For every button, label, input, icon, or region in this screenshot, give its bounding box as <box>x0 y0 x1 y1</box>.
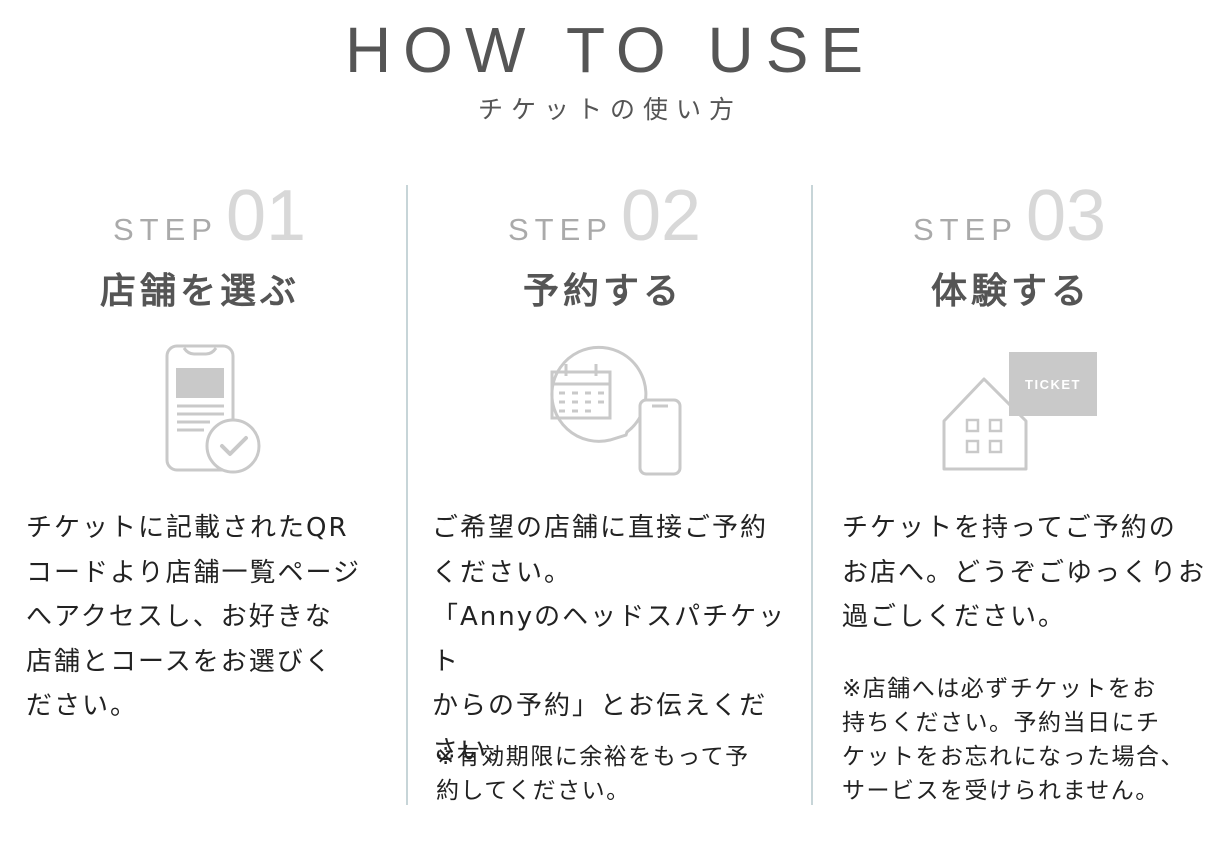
ticket-card: TICKET <box>1009 352 1097 416</box>
step-number: 03 <box>1025 176 1107 256</box>
step-description: ご希望の店舗に直接ご予約 ください。 「Annyのヘッドスパチケット からの予約… <box>432 506 811 773</box>
description-line: ご希望の店舗に直接ご予約 <box>432 513 769 543</box>
note-line: ※有効期限に余裕をもって予 <box>436 744 750 770</box>
step-word: STEP <box>913 212 1018 247</box>
description-line: チケットを持ってご予約の <box>842 513 1177 543</box>
step-title: 予約する <box>522 271 683 312</box>
house-ticket-icon <box>942 377 1028 471</box>
step-title: 店舗を選ぶ <box>99 271 300 312</box>
description-line: さい。 <box>432 735 517 766</box>
note-line: 持ちください。予約当日にチ <box>842 710 1161 736</box>
description-line: へアクセスし、お好きな <box>26 602 333 632</box>
ticket-label: TICKET <box>1025 376 1081 392</box>
description-line: 過ごしください。 <box>842 602 1067 632</box>
step-description: チケットに記載されたQR コードより店舗一覧ページ へアクセスし、お好きな 店舗… <box>26 506 361 729</box>
note-line: ※店舗へは必ずチケットをお <box>842 676 1157 702</box>
description-line: 店舗とコースをお選びく <box>26 646 333 677</box>
description-line: 「Annyのヘッドスパチケット <box>432 602 787 677</box>
description-line: コードより店舗一覧ページ <box>26 557 361 588</box>
step-number: 02 <box>620 176 702 256</box>
phone-checklist-icon <box>165 344 261 474</box>
step-title: 体験する <box>930 271 1091 312</box>
description-line: お店へ。どうぞごゆっくりお <box>842 557 1207 588</box>
column-divider <box>406 185 408 805</box>
description-line: チケットに記載されたQR <box>26 513 349 543</box>
column-divider <box>811 185 813 805</box>
note-line: サービスを受けられません。 <box>842 778 1160 804</box>
step-number: 01 <box>225 176 307 256</box>
note-line: 約してください。 <box>436 778 631 804</box>
step-note: ※店舗へは必ずチケットをお 持ちください。予約当日にチ ケットをお忘れになった場… <box>842 672 1185 808</box>
step-description: チケットを持ってご予約の お店へ。どうぞごゆっくりお 過ごしください。 <box>842 506 1206 640</box>
note-line: ケットをお忘れになった場合、 <box>842 744 1185 770</box>
description-line: からの予約」とお伝えくだ <box>432 691 768 721</box>
section-subtitle: チケットの使い方 <box>477 95 742 124</box>
description-line: ださい。 <box>26 691 139 721</box>
step-word: STEP <box>508 212 613 247</box>
step-note: ※有効期限に余裕をもって予 約してください。 <box>436 740 750 808</box>
calendar-phone-icon <box>550 345 682 476</box>
description-line: ください。 <box>432 557 573 588</box>
section-title: HOW TO USE <box>344 14 876 86</box>
step-word: STEP <box>113 212 218 247</box>
